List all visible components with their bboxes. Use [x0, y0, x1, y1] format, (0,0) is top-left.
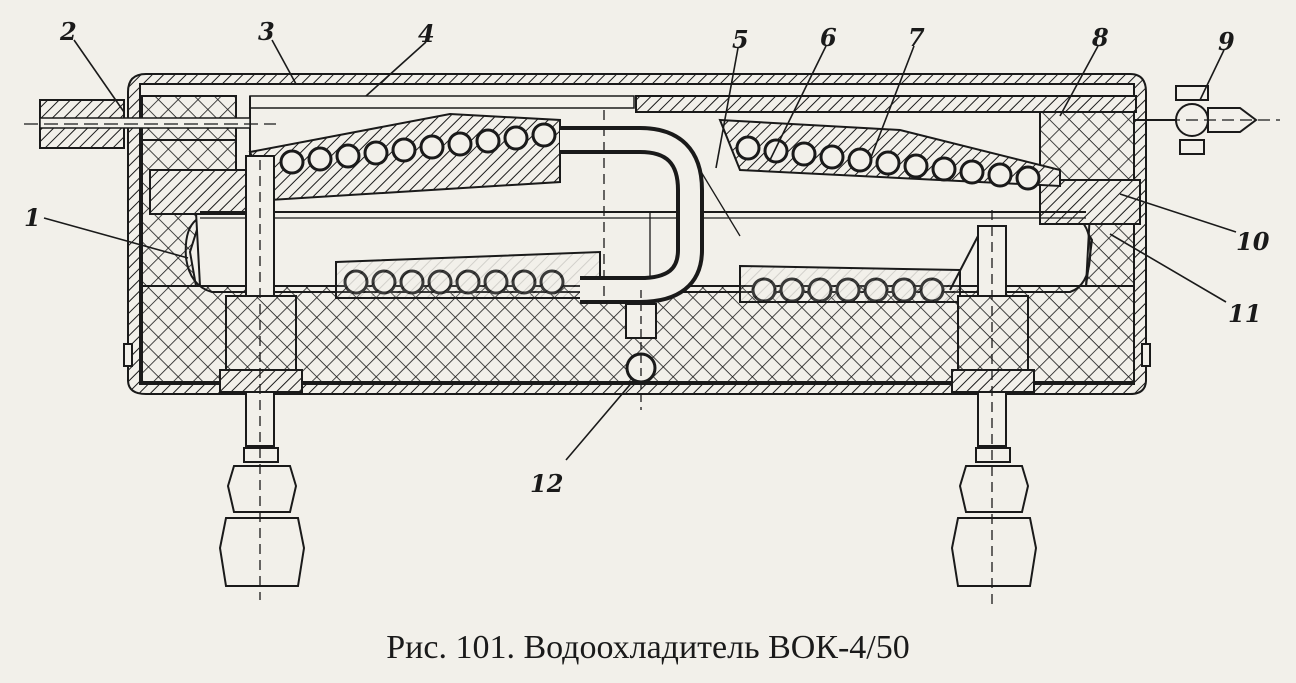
valve-right: [1134, 85, 1280, 155]
coil-tube-section: [363, 140, 389, 166]
callout-8: 8: [1091, 23, 1109, 52]
inlet-fitting-left: [24, 99, 276, 149]
coil-tube-section: [307, 146, 333, 172]
callout-1: 1: [24, 203, 41, 232]
coil-tube-section: [931, 156, 957, 182]
callout-7: 7: [908, 23, 925, 52]
lower-coil-tray: [335, 250, 961, 303]
coil-tube-section: [419, 134, 445, 160]
callout-10: 10: [1236, 227, 1270, 256]
figure-caption: Рис. 101. Водоохладитель ВОК-4/50: [386, 629, 910, 666]
coil-tube-section: [959, 159, 985, 185]
callout-11: 11: [1228, 299, 1261, 328]
coil-tube-section: [531, 122, 557, 148]
top-plate: [249, 95, 1137, 160]
coil-tube-section: [791, 141, 817, 167]
coil-tube-section: [819, 144, 845, 170]
tube-right: [949, 210, 1038, 610]
callout-6: 6: [820, 23, 837, 52]
leader-lines: [43, 39, 1237, 461]
coil-tube-section: [735, 135, 761, 161]
callout-12: 12: [530, 469, 563, 498]
u-bend-tube: [560, 110, 704, 304]
callout-5: 5: [732, 25, 749, 54]
callout-2: 2: [59, 17, 77, 46]
callout-9: 9: [1218, 27, 1235, 56]
coil-tube-section: [1015, 165, 1041, 191]
tube-left: [218, 155, 306, 600]
coil-tube-section: [763, 138, 789, 164]
coil-tube-section: [335, 143, 361, 169]
coil-tube-section: [447, 131, 473, 157]
coil-tube-section: [847, 147, 873, 173]
coil-tube-section: [875, 150, 901, 176]
callout-4: 4: [418, 19, 435, 48]
callout-labels: 1 2 3 4 5 6 7 8 9 10 11 12: [24, 17, 1270, 498]
coil-tube-section: [903, 153, 929, 179]
upper-coils: [279, 122, 1041, 191]
coil-tube-section: [503, 125, 529, 151]
coil-tube-section: [279, 149, 305, 175]
coil-tube-section: [391, 137, 417, 163]
coil-tube-section: [987, 162, 1013, 188]
drain-fitting: [625, 290, 657, 410]
callout-3: 3: [258, 17, 275, 46]
coil-tube-section: [475, 128, 501, 154]
